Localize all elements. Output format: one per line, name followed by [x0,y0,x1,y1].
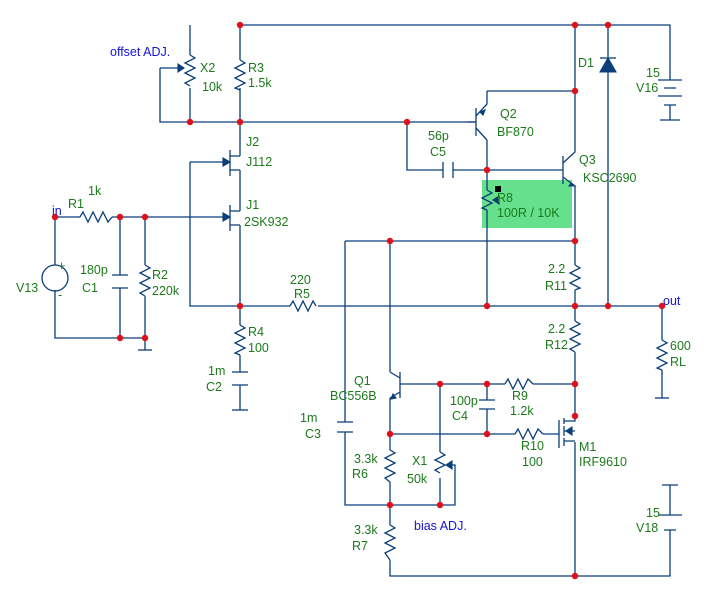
c3-value: 1m [300,411,317,425]
m1-ref: M1 [579,440,596,454]
x2-potentiometer [177,54,197,87]
d1-ref: D1 [578,56,594,70]
m1-value: IRF9610 [579,455,627,469]
r11-resistor [568,264,582,291]
r2-ref: R2 [152,268,168,282]
c5-value: 56p [428,129,449,143]
r5-value: 220 [290,273,311,287]
j2-value: J112 [246,155,272,169]
q1-ref: Q1 [354,374,371,388]
v16-source [658,79,682,121]
r1-resistor [79,210,113,224]
j1-ref: J1 [246,198,259,212]
q2-transistor [468,91,488,141]
r11-value: 2.2 [548,262,565,276]
r10-ref: R10 [521,439,544,453]
in-net-label: in [52,204,62,218]
r3-resistor [233,59,247,91]
r8-value: 100R / 10K [497,206,560,220]
v18-ref: V18 [636,521,658,535]
c4-ref: C4 [452,409,468,423]
j1-value: 2SK932 [244,215,289,229]
c3-capacitor [337,421,353,433]
r2-resistor [138,264,152,297]
j2-ref: J2 [246,135,259,149]
m1-mosfet [558,416,576,448]
q2-ref: Q2 [500,107,517,121]
c1-ref: C1 [82,281,98,295]
v18-source [658,484,682,531]
r6-resistor [383,449,397,483]
c2-value: 1m [208,364,225,378]
c1-capacitor [112,274,128,289]
x1-value: 50k [407,472,428,486]
c4-value: 100p [450,394,478,408]
j1-jfet [222,205,241,233]
c1-value: 180p [80,263,108,277]
rl-value: 600 [670,339,691,353]
q3-ref: Q3 [579,153,596,167]
v13-minus: - [58,288,62,302]
v13-source [41,264,69,292]
bias-adj-label: bias ADJ. [414,519,467,533]
r4-value: 100 [248,341,269,355]
out-net-label: out [663,294,681,308]
r3-ref: R3 [248,61,264,75]
c4-capacitor [479,399,495,410]
v16-ref: V16 [636,81,658,95]
r10-value: 100 [522,455,543,469]
r4-resistor [233,324,247,356]
r10-resistor [514,427,544,441]
offset-adj-label: offset ADJ. [110,45,170,59]
r7-resistor [383,524,397,561]
x2-ref: X2 [200,61,215,75]
v13-ref: V13 [16,281,38,295]
c5-capacitor [442,162,454,178]
wires [54,24,671,577]
labels: offset ADJ. bias ADJ. in out X2 10k R3 1… [16,45,691,553]
rl-ref: RL [670,355,686,369]
r6-value: 3.3k [354,452,378,466]
r5-ref: R5 [294,287,310,301]
v16-value: 15 [646,66,660,80]
r12-resistor [568,320,582,353]
r1-value: 1k [88,184,102,198]
r5-resistor [289,299,317,313]
c2-capacitor [232,371,248,386]
d1-diode [599,56,617,73]
x2-value: 10k [202,80,223,94]
x1-ref: X1 [412,454,427,468]
rl-resistor [655,339,669,371]
r2-value: 220k [152,284,180,298]
r11-ref: R11 [545,279,567,293]
r1-ref: R1 [68,197,84,211]
r9-value: 1.2k [510,404,534,418]
r9-resistor [504,377,534,391]
c3-ref: C3 [305,427,321,441]
q3-transistor [552,140,577,187]
q3-value: KSC2690 [583,171,637,185]
r7-value: 3.3k [354,523,378,537]
q1-transistor [389,371,410,400]
r12-ref: R12 [545,338,568,352]
c5-ref: C5 [430,145,446,159]
x1-potentiometer [433,451,453,474]
q2-value: BF870 [497,125,534,139]
junction-dots [51,21,666,580]
r6-ref: R6 [352,467,368,481]
r8-potentiometer [480,186,501,211]
r9-ref: R9 [512,389,528,403]
j2-jfet [222,150,241,178]
q1-value: BC556B [330,389,377,403]
v13-plus: + [58,259,65,273]
r3-value: 1.5k [248,76,272,90]
r7-ref: R7 [352,539,368,553]
c2-ref: C2 [206,380,222,394]
v18-value: 15 [646,506,660,520]
r12-value: 2.2 [548,322,565,336]
r4-ref: R4 [248,325,264,339]
r8-ref: R8 [497,191,513,205]
